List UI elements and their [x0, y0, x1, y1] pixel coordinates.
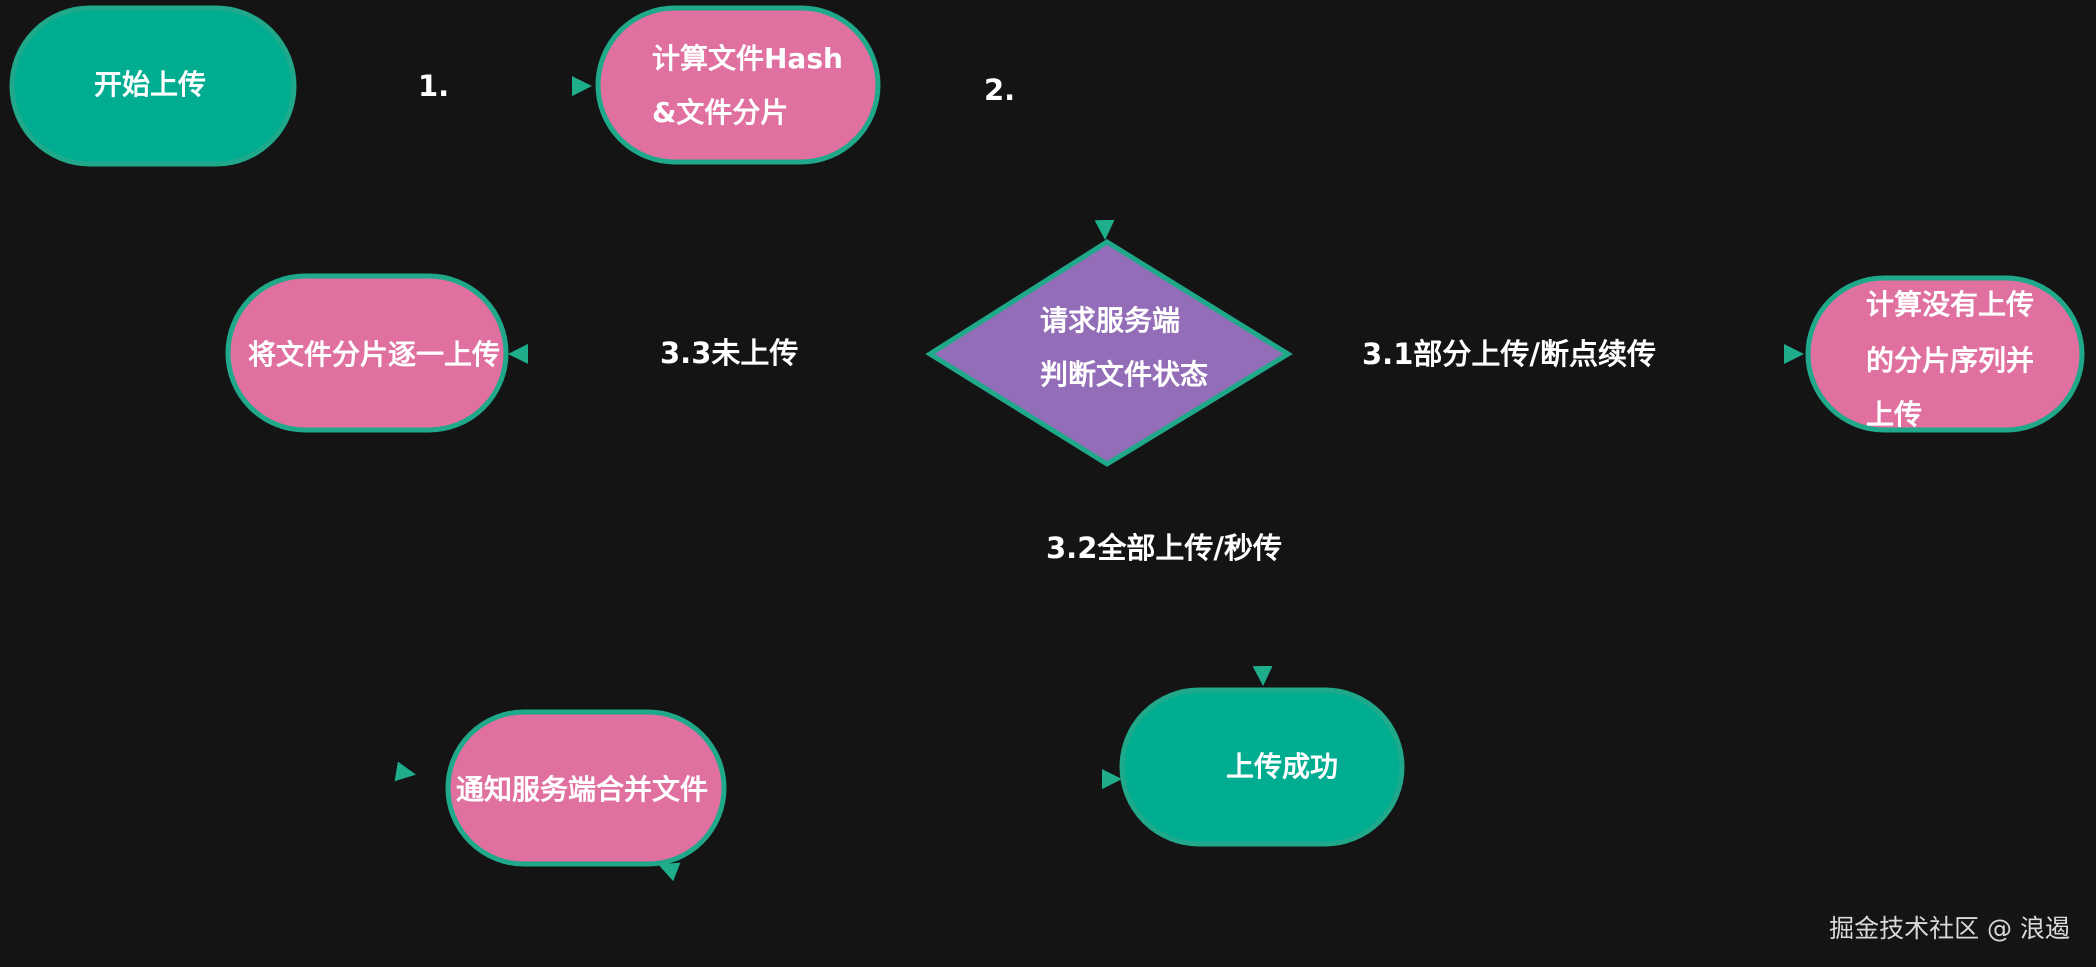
node-shape: [1805, 275, 2085, 433]
edge-decision-to-success: 3.2全部上传/秒传: [1046, 462, 1282, 686]
edge-label-bg: [655, 330, 805, 376]
edge-label-1: 1.: [418, 69, 449, 103]
node-upload-each-chunk: 将文件分片逐一上传: [225, 273, 509, 433]
node-compute-hash: 计算文件Hash &文件分片: [595, 5, 881, 165]
node-label: 将文件分片逐一上传: [248, 338, 500, 371]
edge-label-2: 2.: [984, 73, 1015, 107]
edge-line: [1101, 769, 1122, 790]
edge-line: [394, 761, 416, 782]
node-label-line-2: &文件分片: [652, 96, 788, 129]
node-shape: [445, 709, 727, 867]
node-label-line-1: 计算文件Hash: [652, 42, 843, 75]
edge-line: [1252, 665, 1273, 686]
node-shape: [595, 5, 881, 165]
edge-merge-to-success: [1101, 769, 1122, 790]
edge-label-3-3: 3.3未上传: [660, 336, 798, 370]
node-shape: [1119, 687, 1405, 847]
node-label-line-1: 请求服务端: [1040, 304, 1180, 337]
node-request-server-decision: 请求服务端 判断文件状态: [925, 239, 1293, 467]
node-shape: [225, 273, 509, 433]
node-label-line-2: 的分片序列并: [1866, 344, 2034, 377]
edge-decision-to-upload-each: 3.3未上传: [508, 330, 805, 376]
node-label: 通知服务端合并文件: [456, 773, 708, 806]
edge-label-3-1: 3.1部分上传/断点续传: [1362, 337, 1656, 371]
edge-hash-to-decision: 2.: [984, 73, 1115, 240]
edge-label-bg: [1355, 330, 1665, 376]
node-label: 开始上传: [94, 68, 206, 101]
node-shape: [9, 5, 297, 167]
edge-line: [1107, 462, 1128, 532]
edge-start-to-hash: 1.: [418, 69, 592, 103]
node-shape: [925, 239, 1293, 467]
node-upload-success: 上传成功: [1119, 687, 1405, 847]
node-start-upload: 开始上传: [9, 5, 297, 167]
watermark: 掘金技术社区 @ 浪遏: [1829, 914, 2070, 943]
node-label-line-3: 上传: [1866, 398, 1922, 431]
node-notify-merge: 通知服务端合并文件: [445, 709, 727, 867]
edge-upload-each-to-merge: [394, 761, 416, 782]
node-label-line-1: 计算没有上传: [1866, 288, 2034, 321]
node-label-line-2: 判断文件状态: [1040, 358, 1208, 391]
node-label: 上传成功: [1226, 750, 1338, 783]
node-compute-missing-chunks: 计算没有上传 的分片序列并 上传: [1805, 275, 2085, 433]
edge-decision-to-missing: 3.1部分上传/断点续传: [1355, 330, 1804, 376]
edge-label-3-2: 3.2全部上传/秒传: [1046, 531, 1282, 565]
